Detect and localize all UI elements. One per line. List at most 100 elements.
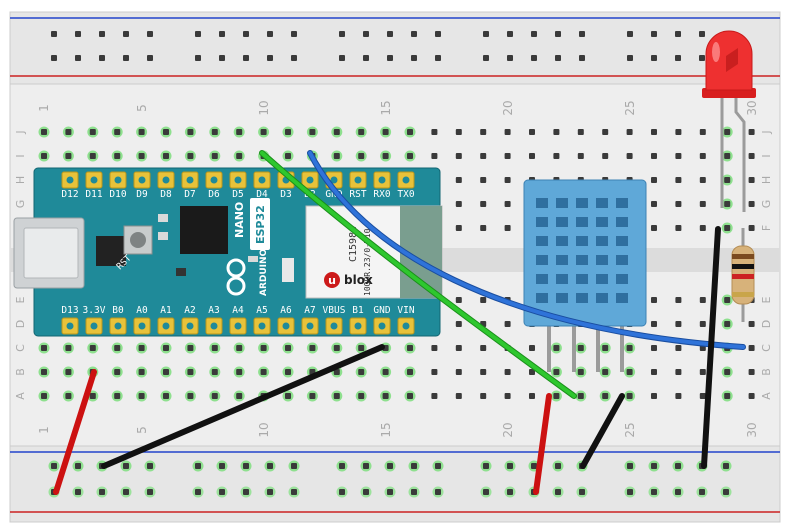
breadboard-hole [211, 129, 218, 135]
pin-label-D8: D8 [160, 189, 172, 200]
row-label-B-right: B [760, 368, 773, 376]
col-label-20-top: 20 [501, 100, 515, 115]
breadboard-hole [333, 393, 340, 399]
rail-hole [699, 31, 705, 37]
rail-hole [507, 31, 513, 37]
dht11-grille-slot [536, 236, 548, 246]
breadboard-hole [333, 345, 340, 351]
breadboard-hole [407, 393, 413, 399]
row-label-A-left: A [14, 392, 27, 400]
resistor[interactable] [731, 228, 755, 322]
rail-hole [267, 55, 273, 61]
breadboard-hole [651, 393, 657, 399]
breadboard-hole [675, 153, 682, 159]
breadboard-hole [455, 345, 462, 351]
header-pad-hole [90, 322, 98, 330]
breadboard-hole [187, 369, 194, 375]
breadboard-hole [529, 369, 535, 375]
breadboard-hole [285, 345, 291, 351]
breadboard-hole [577, 393, 584, 399]
black-wire-left[interactable] [101, 344, 385, 469]
breadboard-hole [577, 345, 584, 351]
header-pad-hole [66, 322, 74, 330]
rail-hole [483, 489, 489, 495]
breadboard-hole [236, 369, 243, 375]
pin-label-A4: A4 [232, 305, 244, 316]
rail-hole [267, 31, 273, 37]
red-wire-left[interactable] [53, 369, 97, 495]
breadboard-hole [724, 321, 731, 327]
breadboard-hole [504, 225, 511, 231]
dht11-sensor[interactable] [523, 179, 647, 372]
rail-hole [651, 31, 657, 37]
breadboard-hole [529, 129, 535, 135]
header-pad-hole [138, 176, 146, 184]
rail-hole [363, 55, 369, 61]
rail-hole [675, 31, 681, 37]
breadboard-hole [431, 345, 438, 351]
col-label-1-bottom: 1 [37, 426, 51, 434]
rail-hole [195, 463, 201, 469]
breadboard-hole [358, 369, 365, 375]
arduino-bottom-header [61, 317, 415, 335]
red-led[interactable] [702, 30, 756, 212]
breadboard-hole [724, 201, 731, 207]
col-label-15-top: 15 [379, 100, 393, 115]
blue-wire[interactable] [308, 151, 745, 349]
black-wire-middle[interactable] [580, 393, 625, 469]
pin-label-B1: B1 [352, 305, 364, 316]
dht11-grille-slot [556, 274, 568, 284]
breadboard-hole [577, 369, 584, 375]
breadboard-hole [455, 177, 462, 183]
usb-chip [96, 236, 126, 266]
breadboard-hole [163, 129, 169, 135]
led-anode-leg [734, 96, 746, 212]
breadboard-hole [187, 129, 194, 135]
pin-label-VIN: VIN [397, 305, 414, 316]
rail-hole [123, 55, 129, 61]
dht11-grille-slot [596, 217, 608, 227]
breadboard-hole [553, 153, 560, 159]
arduino-nano-esp32[interactable]: D12 D11 D10 D9 D8 D7 D6 D5 D4 D3 D2 GND … [13, 167, 443, 337]
rail-hole [99, 55, 105, 61]
breadboard-hole [187, 153, 194, 159]
row-label-G-left: G [14, 200, 27, 209]
breadboard-hole [65, 153, 72, 159]
rail-hole [531, 55, 537, 61]
breadboard-hole [260, 369, 267, 375]
dht11-grille-slot [556, 255, 568, 265]
breadboard-hole [748, 129, 755, 135]
rail-hole [411, 55, 417, 61]
rail-hole [51, 463, 57, 469]
module-code: C15984 [348, 226, 359, 262]
rail-hole [123, 489, 129, 495]
logo-arduino: ARDUINO [259, 248, 269, 296]
green-wire[interactable] [260, 151, 576, 398]
rail-hole [435, 489, 441, 495]
rail-hole [219, 55, 225, 61]
breadboard-hole [748, 345, 755, 351]
rail-hole [579, 489, 585, 495]
logo-nano: NANO [233, 202, 246, 238]
breadboard-hole [455, 225, 462, 231]
rail-hole [99, 489, 105, 495]
row-label-H-left: H [14, 176, 27, 184]
rail-hole [291, 489, 297, 495]
breadboard-hole [480, 225, 487, 231]
breadboard-hole [651, 177, 657, 183]
breadboard-hole [260, 345, 267, 351]
pin-label-D6: D6 [208, 189, 220, 200]
breadboard-hole [504, 393, 511, 399]
breadboard-hole [236, 345, 243, 351]
rail-hole [651, 55, 657, 61]
breadboard-hole [724, 153, 731, 159]
dht11-grille-slot [536, 274, 548, 284]
pin-label-D5: D5 [232, 189, 243, 200]
row-label-A-right: A [760, 392, 773, 400]
header-pad-hole [402, 322, 410, 330]
black-wire-right[interactable] [701, 226, 721, 469]
rail-hole [123, 31, 129, 37]
red-wire-right[interactable] [533, 393, 552, 495]
rail-hole [651, 489, 657, 495]
